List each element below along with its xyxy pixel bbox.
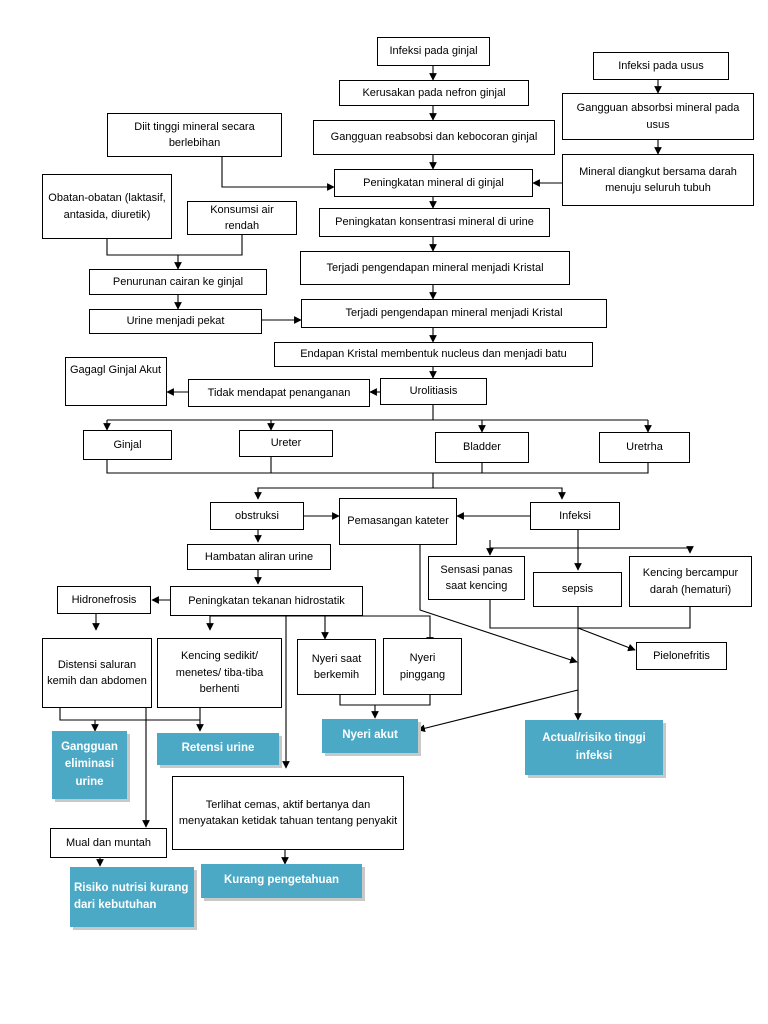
node-hambatan-aliran: Hambatan aliran urine — [187, 544, 331, 570]
node-gagal-ginjal: Gagagl Ginjal Akut — [65, 357, 167, 406]
node-hidronefrosis: Hidronefrosis — [57, 586, 151, 614]
dx-risiko-nutrisi: Risiko nutrisi kurang dari kebutuhan — [70, 867, 194, 927]
dx-risiko-infeksi: Actual/risiko tinggi infeksi — [525, 720, 663, 775]
node-kateter: Pemasangan kateter — [339, 498, 457, 545]
node-ureter: Ureter — [239, 430, 333, 457]
dx-nyeri-akut: Nyeri akut — [322, 719, 418, 753]
node-konsentrasi-mineral: Peningkatan konsentrasi mineral di urine — [319, 208, 550, 237]
node-obatan: Obatan-obatan (laktasif, antasida, diure… — [42, 174, 172, 239]
node-mual-muntah: Mual dan muntah — [50, 828, 167, 858]
node-pengendapan-2: Terjadi pengendapan mineral menjadi Kris… — [301, 299, 607, 328]
node-sensasi-panas: Sensasi panas saat kencing — [428, 556, 525, 600]
node-penurunan-cairan: Penurunan cairan ke ginjal — [89, 269, 267, 295]
node-mineral-diangkut: Mineral diangkut bersama darah menuju se… — [562, 154, 754, 206]
node-tekanan-hidrostatik: Peningkatan tekanan hidrostatik — [170, 586, 363, 616]
node-distensi: Distensi saluran kemih dan abdomen — [42, 638, 152, 708]
dx-kurang-pengetahuan: Kurang pengetahuan — [201, 864, 362, 898]
node-pielonefritis: Pielonefritis — [636, 642, 727, 670]
node-endapan-kristal: Endapan Kristal membentuk nucleus dan me… — [274, 342, 593, 367]
node-infeksi: Infeksi — [530, 502, 620, 530]
dx-retensi-urine: Retensi urine — [157, 733, 279, 765]
node-urine-pekat: Urine menjadi pekat — [89, 309, 262, 334]
node-obstruksi: obstruksi — [210, 502, 304, 530]
node-diit-tinggi: Diit tinggi mineral secara berlebihan — [107, 113, 282, 157]
node-pengendapan-1: Terjadi pengendapan mineral menjadi Kris… — [300, 251, 570, 285]
node-bladder: Bladder — [435, 432, 529, 463]
node-infeksi-usus: Infeksi pada usus — [593, 52, 729, 80]
node-konsumsi-air: Konsumsi air rendah — [187, 201, 297, 235]
node-uretrha: Uretrha — [599, 432, 690, 463]
dx-gangguan-eliminasi: Gangguan eliminasi urine — [52, 731, 127, 799]
node-sepsis: sepsis — [533, 572, 622, 607]
node-gangguan-reabsorbsi: Gangguan reabsobsi dan kebocoran ginjal — [313, 120, 555, 155]
node-urolitiasis: Urolitiasis — [380, 378, 487, 405]
node-nyeri-berkemih: Nyeri saat berkemih — [297, 639, 376, 695]
node-cemas: Terlihat cemas, aktif bertanya dan menya… — [172, 776, 404, 850]
node-infeksi-ginjal: Infeksi pada ginjal — [377, 37, 490, 66]
node-tidak-penanganan: Tidak mendapat penanganan — [188, 379, 370, 407]
node-kerusakan-nefron: Kerusakan pada nefron ginjal — [339, 80, 529, 106]
node-hematuri: Kencing bercampur darah (hematuri) — [629, 556, 752, 607]
node-ginjal: Ginjal — [83, 430, 172, 460]
node-nyeri-pinggang: Nyeri pinggang — [383, 638, 462, 695]
node-gangguan-absorbsi: Gangguan absorbsi mineral pada usus — [562, 93, 754, 140]
node-kencing-sedikit: Kencing sedikit/ menetes/ tiba-tiba berh… — [157, 638, 282, 708]
node-peningkatan-mineral: Peningkatan mineral di ginjal — [334, 169, 533, 197]
